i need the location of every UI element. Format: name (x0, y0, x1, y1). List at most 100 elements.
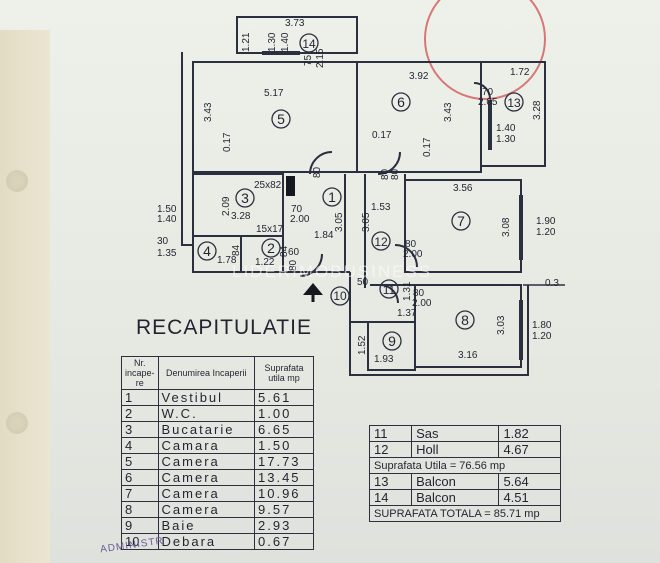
dim-label: 15x17 (256, 224, 284, 235)
room-name: Balcon (411, 473, 500, 490)
room-label-12: 12 (374, 235, 388, 249)
room-nr: 6 (121, 469, 159, 486)
dim-label: 3.16 (458, 350, 478, 361)
dim-label: 80 (390, 168, 401, 180)
room-area: 9.57 (254, 501, 314, 518)
room-label-2: 2 (267, 240, 275, 256)
rooms-table: Nr. incape-re Denumirea Incaperii Supraf… (121, 356, 314, 550)
dim-label: 1.20 (532, 331, 552, 342)
dim-label: 3.43 (443, 102, 454, 122)
room-label-1: 1 (328, 189, 336, 205)
room-name: Camera (157, 485, 256, 502)
room-name: Camara (157, 437, 256, 454)
dim-label: 80 (380, 168, 391, 180)
room-label-7: 7 (457, 213, 465, 229)
dim-label: 2.09 (221, 196, 232, 216)
room-nr: 14 (368, 489, 413, 506)
suprafata-utila: Suprafata Utila = 76.56 mp (369, 457, 561, 474)
room-area: 1.00 (254, 405, 314, 422)
room-label-10: 10 (333, 289, 347, 303)
header-nr: Nr. incape-re (121, 356, 159, 390)
official-stamp (424, 0, 546, 100)
dim-label: 1.84 (314, 230, 334, 241)
room-label-3: 3 (241, 190, 249, 206)
dim-label: 3.28 (532, 100, 543, 120)
room-name: Sas (411, 425, 500, 442)
dim-label: 1.40 (280, 32, 291, 52)
dim-label: 2.00 (290, 214, 310, 225)
room-area: 10.96 (254, 485, 314, 502)
dim-label: 84 (231, 244, 242, 256)
dim-label: 0.3 (545, 278, 559, 289)
room-name: Camera (157, 453, 256, 470)
dim-label: 3.05 (334, 212, 345, 232)
room-area: 4.51 (498, 489, 561, 506)
dim-label: 60 (288, 247, 300, 258)
dim-label: 80 (405, 239, 417, 250)
room-nr: 9 (121, 517, 159, 534)
room-nr: 4 (121, 437, 159, 454)
room-area: 1.50 (254, 437, 314, 454)
dim-label: 2.00 (412, 298, 432, 309)
room-area: 5.61 (254, 389, 314, 406)
header-area: Suprafata utila mp (254, 356, 314, 390)
dim-label: 1.37 (397, 308, 417, 319)
room-label-13: 13 (507, 96, 521, 110)
header-name: Denumirea Incaperii (157, 356, 256, 390)
dim-label: 1.50 (157, 204, 177, 215)
watermark: LIDERIMOBUSINESS (232, 262, 433, 281)
room-5-outline (192, 61, 358, 173)
dim-label: 3.92 (409, 71, 429, 82)
dim-label: 25x82 (254, 180, 282, 191)
dim-label: 3.73 (285, 18, 305, 29)
room-area: 6.65 (254, 421, 314, 438)
dim-label: 5.17 (264, 88, 284, 99)
room-label-4: 4 (203, 243, 211, 259)
dim-label: 3.43 (203, 102, 214, 122)
dim-label: 1.31 (402, 281, 413, 301)
room-area: 17.73 (254, 453, 314, 470)
dim-label: 1.30 (267, 32, 278, 52)
paper-edge (0, 30, 50, 563)
dim-label: 80 (288, 259, 299, 271)
dim-label: 3.08 (501, 217, 512, 237)
room-nr: 8 (121, 501, 159, 518)
dim-label: 1.40 (496, 123, 516, 134)
punch-hole (6, 412, 28, 434)
room-area: 2.93 (254, 517, 314, 534)
balcony-13-outline (480, 61, 546, 167)
recap-title: RECAPITULATIE (136, 316, 312, 339)
dim-label: 1.30 (496, 134, 516, 145)
room-nr: 2 (121, 405, 159, 422)
room-label-5: 5 (277, 111, 285, 127)
dim-label: 1.52 (357, 335, 368, 355)
room-name: Baie (157, 517, 256, 534)
dim-label: 1.20 (536, 227, 556, 238)
dim-label: 2.00 (403, 249, 423, 260)
dim-label: 75 (303, 54, 314, 66)
dim-label: 1.93 (374, 354, 394, 365)
punch-hole (6, 170, 28, 192)
room-nr: 13 (368, 473, 413, 490)
room-area: 0.67 (254, 533, 314, 550)
room-nr: 3 (121, 421, 159, 438)
room-label-8: 8 (461, 312, 469, 328)
room-name: Debara (157, 533, 256, 550)
room-label-11: 11 (383, 283, 396, 297)
dim-label: 0.17 (422, 137, 433, 157)
dim-label: 50 (357, 277, 369, 288)
room-9-outline (367, 321, 416, 371)
